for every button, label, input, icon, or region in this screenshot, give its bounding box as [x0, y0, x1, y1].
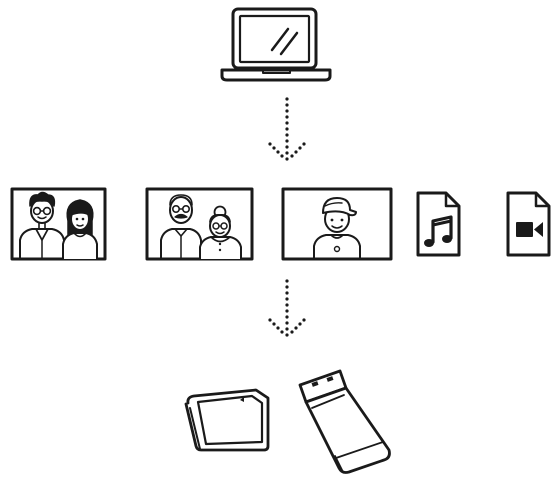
boy-figure — [313, 197, 361, 260]
couple-photo-icon — [10, 187, 107, 261]
video-file-icon — [506, 191, 551, 257]
woman-figure — [62, 199, 98, 260]
dotted-arrow-down-icon — [268, 279, 306, 337]
usb-drive-icon — [298, 369, 391, 474]
sd-card-icon — [184, 388, 270, 452]
grandpa-figure — [160, 194, 202, 260]
man-figure — [19, 191, 65, 260]
laptop-icon — [220, 7, 332, 82]
boy-photo-icon — [281, 187, 393, 261]
elderly-couple-photo-icon — [145, 187, 254, 261]
music-file-icon — [416, 191, 461, 257]
grandma-figure — [199, 205, 242, 260]
dotted-arrow-down-icon — [268, 97, 306, 161]
